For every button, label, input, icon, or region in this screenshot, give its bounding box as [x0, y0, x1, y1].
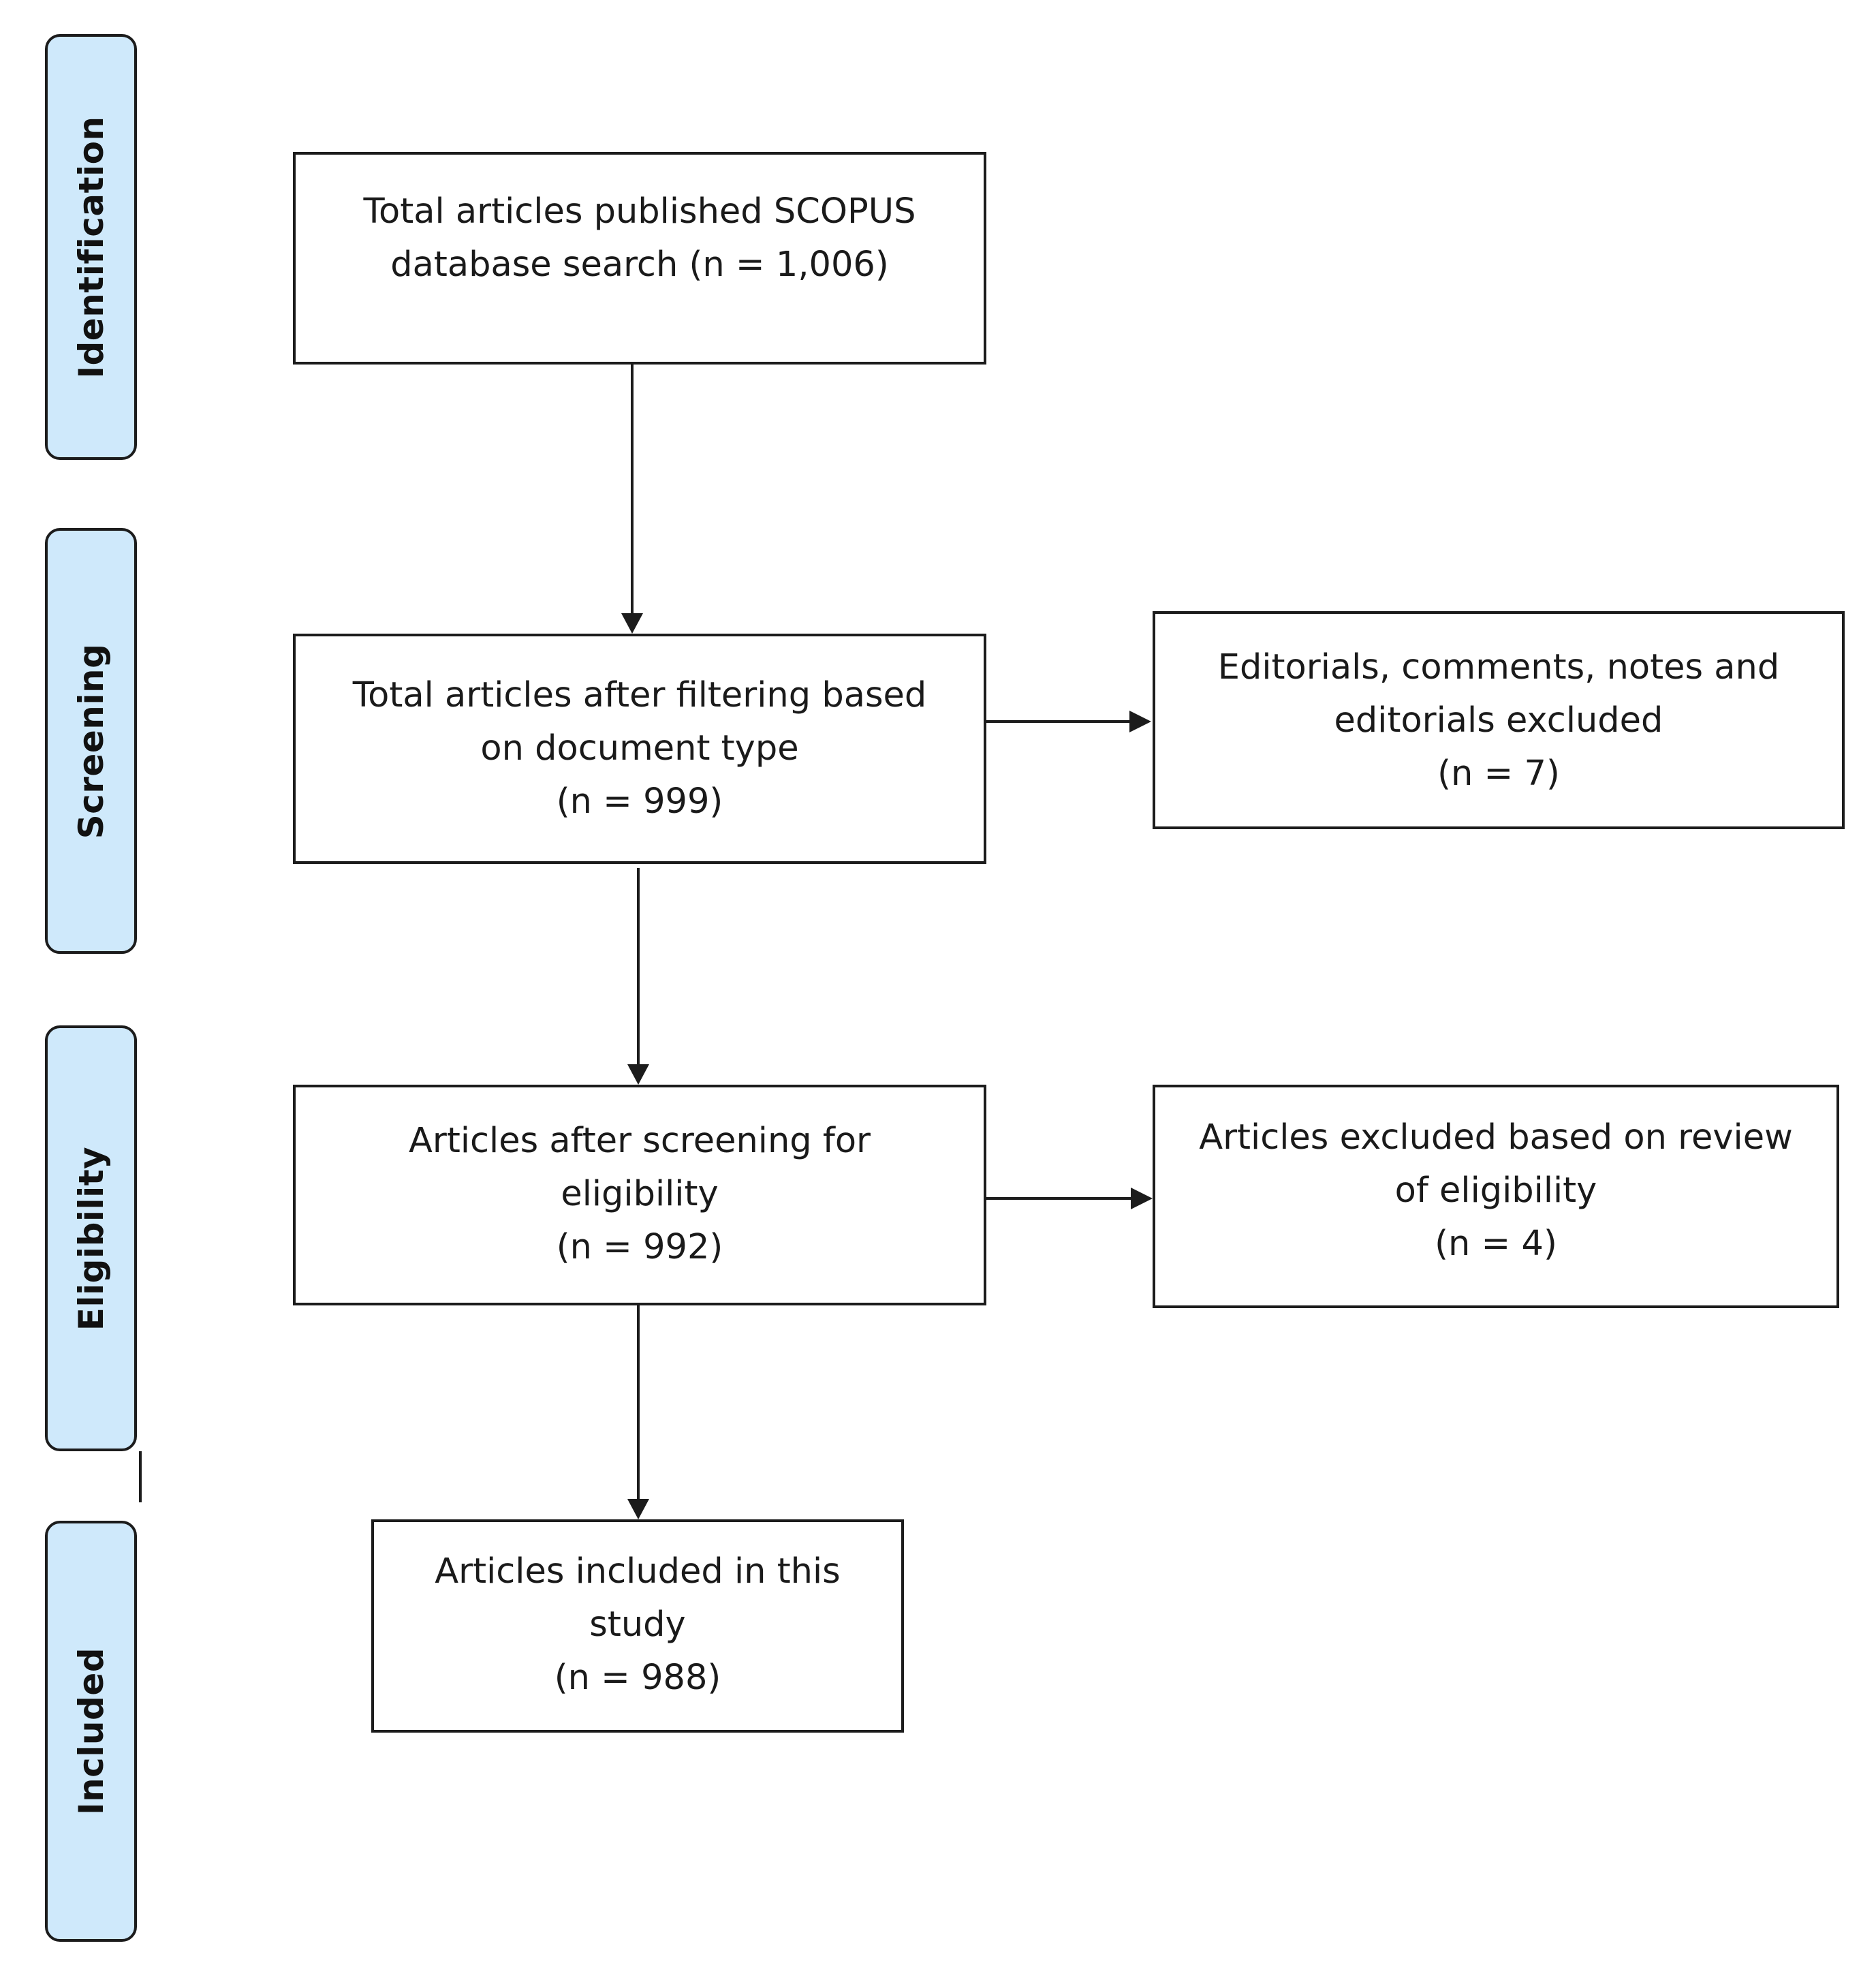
box-eligibility-screened-count: (n = 992): [556, 1227, 723, 1267]
box-filtered-line2: on document type: [480, 728, 799, 769]
box-excluded-eligibility-line1: Articles excluded based on review: [1199, 1117, 1793, 1158]
box-included-line1: Articles included in this: [435, 1551, 841, 1592]
box-filtered-line1: Total articles after filtering based: [352, 675, 927, 715]
phase-included: Included: [45, 1521, 137, 1942]
box-excluded-doc-type: Editorials, comments, notes and editoria…: [1153, 611, 1845, 829]
box-excluded-doc-type-count: (n = 7): [1437, 754, 1560, 794]
box-excluded-doc-type-line1: Editorials, comments, notes and: [1217, 647, 1780, 687]
box-included-count: (n = 988): [554, 1658, 721, 1698]
box-included: Articles included in this study (n = 988…: [371, 1519, 904, 1733]
arrowhead-included: [627, 1499, 649, 1519]
phase-identification: Identification: [45, 34, 137, 460]
box-eligibility-screened: Articles after screening for eligibility…: [293, 1085, 986, 1305]
phase-screening: Screening: [45, 528, 137, 954]
box-excluded-eligibility: Articles excluded based on review of eli…: [1153, 1085, 1839, 1308]
box-included-line2: study: [589, 1605, 686, 1645]
box-excluded-doc-type-line2: editorials excluded: [1334, 700, 1663, 741]
arrowhead-filtered: [621, 613, 643, 634]
arrowhead-eligibility: [627, 1064, 649, 1085]
box-excluded-eligibility-count: (n = 4): [1435, 1224, 1557, 1264]
arrowhead-excluded-eligibility: [1131, 1188, 1153, 1209]
box-filtered-count: (n = 999): [556, 781, 723, 822]
box-filtered: Total articles after filtering based on …: [293, 634, 986, 864]
box-excluded-eligibility-line2: of eligibility: [1394, 1171, 1597, 1211]
box-eligibility-screened-line1: Articles after screening for: [409, 1121, 871, 1161]
box-scopus-search-line2: database search (n = 1,006): [390, 245, 889, 285]
arrowhead-excluded-doc-type: [1129, 711, 1151, 732]
box-scopus-search: Total articles published SCOPUS database…: [293, 152, 986, 365]
phase-eligibility: Eligibility: [45, 1025, 137, 1451]
box-eligibility-screened-line2: eligibility: [561, 1174, 719, 1214]
box-scopus-search-line1: Total articles published SCOPUS: [363, 191, 916, 232]
